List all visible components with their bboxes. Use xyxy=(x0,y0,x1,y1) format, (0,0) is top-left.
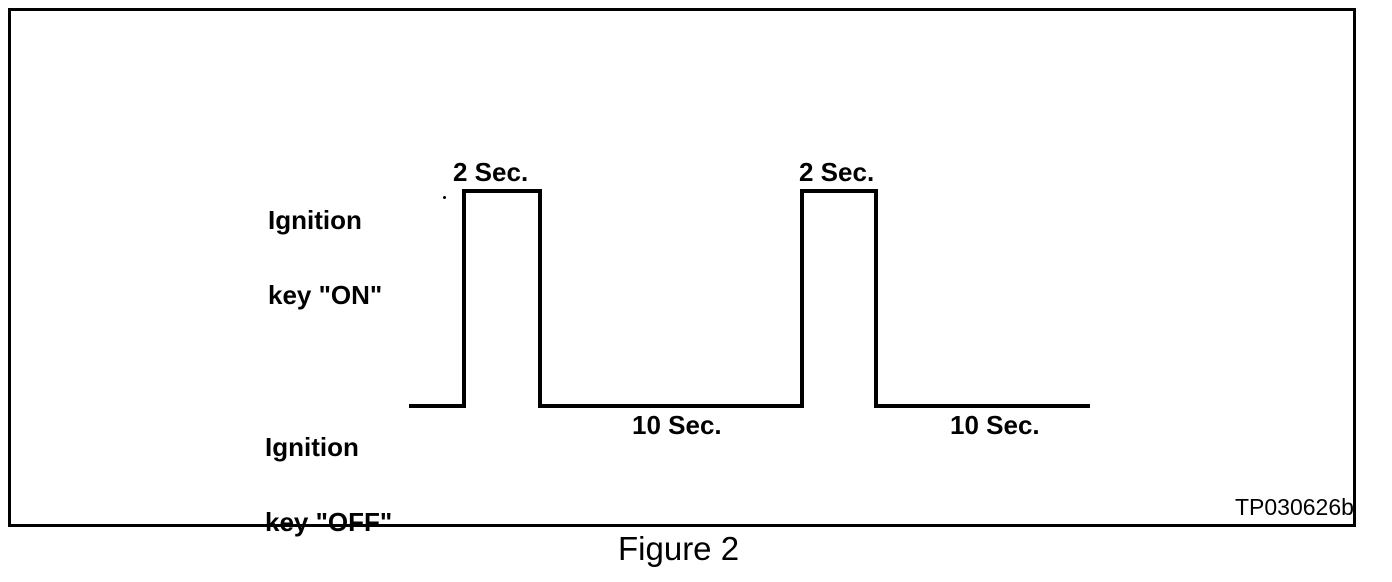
figure-caption: Figure 2 xyxy=(618,530,740,567)
pulse-duration-label-1: 2 Sec. xyxy=(453,157,529,187)
reference-code: TP030626b xyxy=(1235,494,1354,520)
ignition-on-label-line1: Ignition xyxy=(268,205,362,235)
ignition-on-label-line2: key "ON" xyxy=(268,280,383,310)
stray-dot xyxy=(443,196,446,199)
gap-duration-label-1: 10 Sec. xyxy=(632,410,722,440)
gap-duration-label-2: 10 Sec. xyxy=(950,410,1040,440)
ignition-off-label-line1: Ignition xyxy=(265,432,359,462)
ignition-on-label: Ignition key "ON" xyxy=(268,158,382,358)
ignition-off-label-line2: key "OFF" xyxy=(265,507,393,537)
ignition-off-label: Ignition key "OFF" xyxy=(265,385,392,582)
pulse-duration-label-2: 2 Sec. xyxy=(799,157,875,187)
diagram-frame xyxy=(8,8,1356,527)
